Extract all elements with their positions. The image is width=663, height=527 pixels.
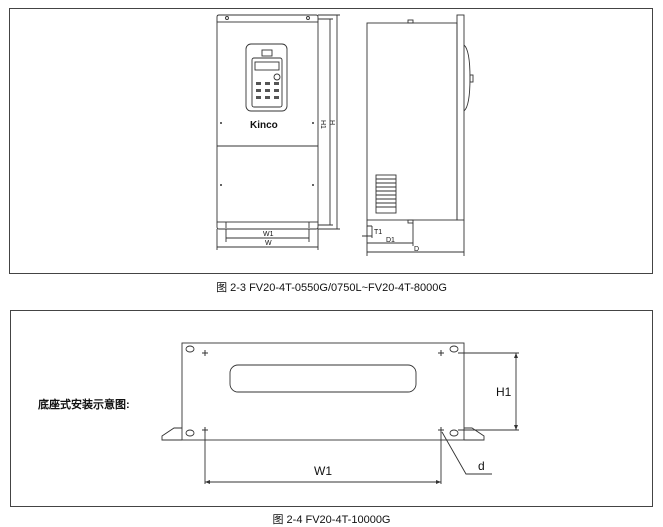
dim-label-w: W	[265, 240, 272, 247]
base-mount-label: 底座式安装示意图:	[38, 399, 130, 411]
figure-2-3-caption: 图 2-3 FV20-4T-0550G/0750L~FV20-4T-8000G	[216, 282, 447, 294]
dim-label-h1-base: H1	[496, 385, 512, 399]
kinco-logo: Kinco	[250, 120, 278, 131]
figure-2-4-caption: 图 2-4 FV20-4T-10000G	[272, 514, 391, 526]
front-view-drawing: Kinco W1 W H1 H	[216, 14, 340, 250]
dim-label-w1-base: W1	[314, 464, 332, 478]
base-mount-drawing: H1 W1 d	[161, 342, 519, 484]
dim-label-h: H	[328, 120, 335, 125]
dim-label-d: D	[414, 246, 419, 253]
dim-label-w1: W1	[263, 231, 274, 238]
figure-2-3-frame	[9, 8, 653, 274]
dim-label-d-base: d	[478, 459, 485, 473]
figure-2-4-frame	[10, 310, 653, 507]
dim-label-d1: D1	[386, 237, 395, 244]
side-view-drawing: T1 D1 D	[362, 14, 474, 256]
dim-label-h1: H1	[319, 120, 326, 129]
dim-label-t1: T1	[374, 229, 382, 236]
